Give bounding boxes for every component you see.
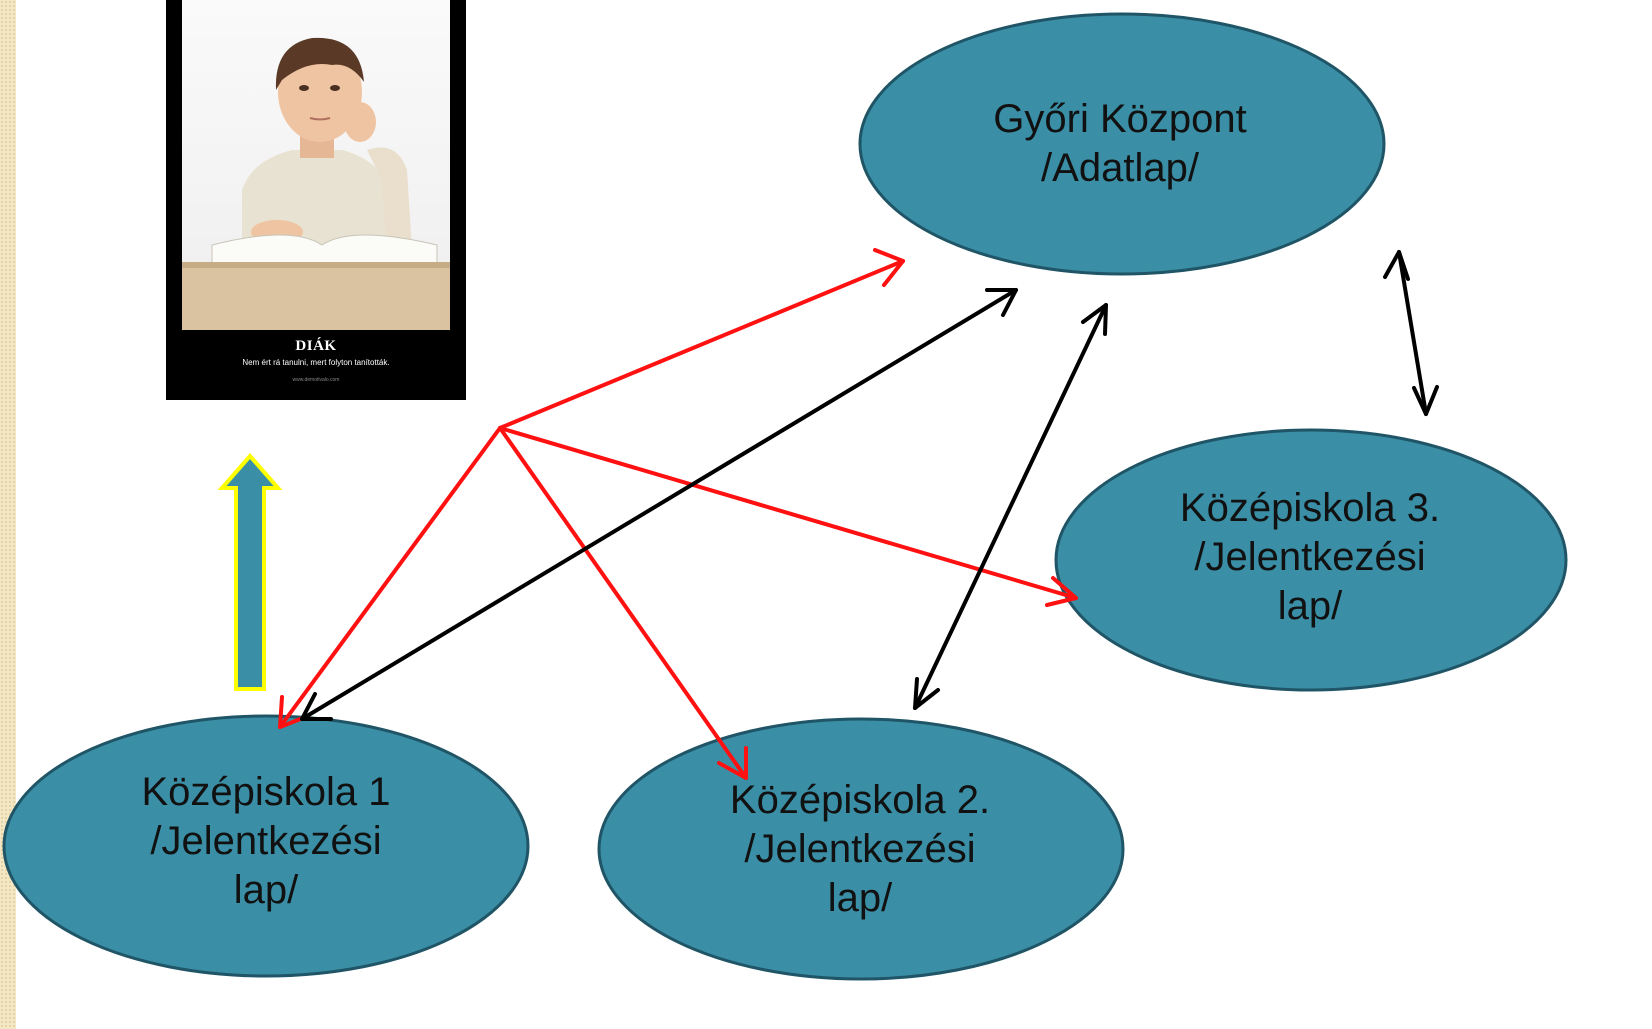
black-arrow-gyor-k1 (300, 288, 1018, 721)
red-arrow-to-k1 (278, 426, 502, 729)
black-arrowhead-gyor-k2-bottom (913, 677, 940, 710)
node-k3-subtitle: /Jelentkezési (1194, 534, 1426, 579)
node-k2-shape (597, 717, 1125, 981)
red-arrowhead-k3 (1045, 576, 1078, 607)
black-arrow-gyor-k3 (1397, 250, 1428, 416)
node-k3-label: Középiskola 3. /Jelentkezési lap/ (1110, 484, 1510, 630)
red-arrowhead-k1 (278, 695, 310, 729)
red-arrow-to-k2 (498, 426, 748, 780)
node-k1-shape (2, 714, 530, 978)
red-arrowhead-gyor (873, 248, 905, 287)
node-k3-subtitle-end: lap/ (1277, 583, 1343, 628)
black-arrowhead-k3-top (1383, 250, 1410, 281)
black-arrow-gyor-k2 (913, 303, 1108, 710)
poster-url: www.demotivalo.com (292, 377, 340, 383)
red-arrow-to-k3 (498, 426, 1078, 600)
up-block-arrow (217, 452, 283, 691)
black-arrowhead-k1-end (300, 692, 333, 721)
red-arrow-to-gyor (498, 259, 905, 430)
decorative-left-border (0, 0, 16, 1029)
node-k1-label: Középiskola 1 /Jelentkezési lap/ (66, 768, 466, 914)
student-poster: DIÁK Nem ért rá tanulni, mert folyton ta… (166, 0, 466, 400)
node-gyor-title: Győri Központ (993, 97, 1247, 141)
node-k1-title: Középiskola 1 (141, 770, 391, 814)
node-gyor-shape (858, 12, 1386, 276)
node-k3-title: Középiskola 3. (1179, 486, 1441, 530)
black-arrowhead-gyor-k2-top (1081, 303, 1108, 336)
black-arrowhead-k3-bottom (1412, 385, 1439, 416)
poster-title: DIÁK (295, 338, 337, 354)
node-k1-subtitle-end: lap/ (233, 867, 299, 912)
node-k2-subtitle-end: lap/ (827, 875, 893, 920)
node-k2-title: Középiskola 2. (729, 778, 991, 822)
student-photo (182, 0, 450, 330)
red-arrowhead-k2 (717, 746, 748, 780)
poster-caption: DIÁK Nem ért rá tanulni, mert folyton ta… (166, 338, 466, 383)
node-k2-subtitle: /Jelentkezési (744, 826, 976, 871)
black-arrowhead-gyor-end (985, 288, 1018, 317)
node-gyor-label: Győri Központ /Adatlap/ (920, 95, 1320, 193)
node-k1-subtitle: /Jelentkezési (150, 818, 382, 863)
student-illustration (182, 37, 450, 330)
node-gyor-subtitle: /Adatlap/ (1041, 145, 1199, 190)
poster-subtitle: Nem ért rá tanulni, mert folyton tanítot… (242, 358, 390, 367)
node-k3-shape (1054, 428, 1568, 692)
node-k2-label: Középiskola 2. /Jelentkezési lap/ (660, 776, 1060, 922)
